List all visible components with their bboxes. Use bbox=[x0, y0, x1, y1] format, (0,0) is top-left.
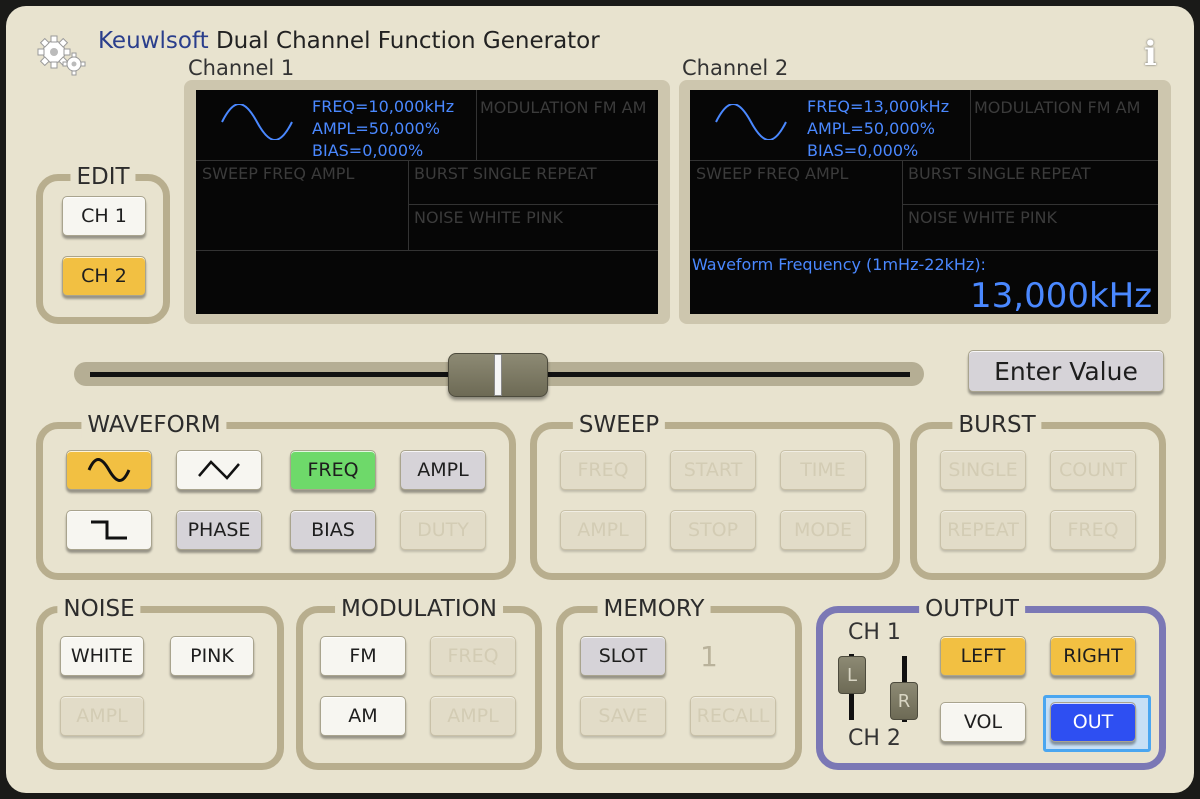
divider bbox=[690, 250, 1158, 251]
sine-wave-icon bbox=[715, 104, 787, 140]
sweep-stop-button[interactable]: STOP bbox=[670, 510, 756, 550]
output-right-button[interactable]: RIGHT bbox=[1050, 636, 1136, 676]
ch1-sweep-status: SWEEP FREQ AMPL bbox=[202, 164, 355, 183]
modulation-fm-button[interactable]: FM bbox=[320, 636, 406, 676]
divider bbox=[970, 90, 971, 160]
app-title: Keuwlsoft Dual Channel Function Generato… bbox=[98, 28, 600, 54]
output-vol-button[interactable]: VOL bbox=[940, 702, 1026, 742]
sweep-time-button[interactable]: TIME bbox=[780, 450, 866, 490]
ch2-burst-status: BURST SINGLE REPEAT bbox=[908, 164, 1091, 183]
output-group: OUTPUT bbox=[816, 596, 1166, 770]
channel-1-label: Channel 1 bbox=[188, 56, 295, 80]
sweep-freq-button[interactable]: FREQ bbox=[560, 450, 646, 490]
sweep-ampl-button[interactable]: AMPL bbox=[560, 510, 646, 550]
app-name: Dual Channel Function Generator bbox=[215, 28, 600, 54]
ch1-modulation-status: MODULATION FM AM bbox=[480, 98, 647, 117]
edit-ch2-button[interactable]: CH 2 bbox=[62, 256, 146, 296]
edit-ch1-button[interactable]: CH 1 bbox=[62, 196, 146, 236]
sweep-start-button[interactable]: START bbox=[670, 450, 756, 490]
memory-recall-button[interactable]: RECALL bbox=[690, 696, 776, 736]
output-left-button[interactable]: LEFT bbox=[940, 636, 1026, 676]
noise-ampl-button[interactable]: AMPL bbox=[60, 696, 144, 736]
modulation-group: MODULATION bbox=[296, 596, 542, 770]
memory-slot-number: 1 bbox=[700, 640, 718, 673]
sweep-group: SWEEP bbox=[530, 412, 900, 580]
burst-group: BURST bbox=[910, 412, 1166, 580]
memory-group: MEMORY bbox=[556, 596, 802, 770]
triangle-wave-icon bbox=[198, 460, 240, 480]
waveform-duty-button[interactable]: DUTY bbox=[400, 510, 486, 550]
memory-save-button[interactable]: SAVE bbox=[580, 696, 666, 736]
memory-slot-button[interactable]: SLOT bbox=[580, 636, 666, 676]
output-ch2-label: CH 2 bbox=[848, 726, 901, 751]
burst-repeat-button[interactable]: REPEAT bbox=[940, 510, 1026, 550]
sweep-mode-button[interactable]: MODE bbox=[780, 510, 866, 550]
ch2-ampl-readout: AMPL=50,000% bbox=[807, 119, 935, 138]
ch2-noise-status: NOISE WHITE PINK bbox=[908, 208, 1057, 227]
ch2-bias-readout: BIAS=0,000% bbox=[807, 141, 919, 160]
channel-2-label: Channel 2 bbox=[682, 56, 789, 80]
modulation-title: MODULATION bbox=[335, 596, 503, 622]
noise-group: NOISE bbox=[36, 596, 284, 770]
divider bbox=[408, 204, 658, 205]
divider bbox=[902, 204, 1158, 205]
divider bbox=[408, 160, 409, 250]
divider bbox=[690, 160, 1158, 161]
waveform-bias-button[interactable]: BIAS bbox=[290, 510, 376, 550]
output-title: OUTPUT bbox=[919, 596, 1025, 622]
edit-group: EDIT bbox=[36, 164, 170, 324]
burst-title: BURST bbox=[952, 412, 1042, 438]
brand-name: Keuwlsoft bbox=[98, 28, 209, 54]
ch2-sweep-status: SWEEP FREQ AMPL bbox=[696, 164, 849, 183]
channel-1-display[interactable]: FREQ=10,000kHz AMPL=50,000% BIAS=0,000% … bbox=[196, 90, 658, 314]
burst-single-button[interactable]: SINGLE bbox=[940, 450, 1026, 490]
divider bbox=[476, 90, 477, 160]
triangle-wave-button[interactable] bbox=[176, 450, 262, 490]
ch2-input-prompt: Waveform Frequency (1mHz-22kHz): bbox=[692, 255, 986, 274]
noise-title: NOISE bbox=[57, 596, 141, 622]
ch2-freq-readout: FREQ=13,000kHz bbox=[807, 97, 950, 116]
right-channel-fader[interactable]: R bbox=[890, 682, 918, 720]
ch1-ampl-readout: AMPL=50,000% bbox=[312, 119, 440, 138]
sweep-title: SWEEP bbox=[572, 412, 666, 438]
waveform-title: WAVEFORM bbox=[81, 412, 227, 438]
waveform-group: WAVEFORM bbox=[36, 412, 516, 580]
waveform-phase-button[interactable]: PHASE bbox=[176, 510, 262, 550]
noise-pink-button[interactable]: PINK bbox=[170, 636, 254, 676]
settings-gear-icon[interactable] bbox=[36, 34, 92, 78]
divider bbox=[902, 160, 903, 250]
square-wave-icon bbox=[91, 520, 127, 540]
info-icon[interactable]: i bbox=[1144, 34, 1157, 74]
memory-title: MEMORY bbox=[597, 596, 711, 622]
divider bbox=[196, 250, 658, 251]
noise-white-button[interactable]: WHITE bbox=[60, 636, 144, 676]
modulation-freq-button[interactable]: FREQ bbox=[430, 636, 516, 676]
sine-wave-icon bbox=[221, 104, 293, 140]
app-window: Keuwlsoft Dual Channel Function Generato… bbox=[6, 6, 1194, 793]
square-wave-button[interactable] bbox=[66, 510, 152, 550]
sine-wave-icon bbox=[87, 458, 131, 482]
ch2-value-readout: 13,000kHz bbox=[970, 276, 1153, 316]
waveform-freq-button[interactable]: FREQ bbox=[290, 450, 376, 490]
left-channel-fader[interactable]: L bbox=[838, 656, 866, 694]
ch1-freq-readout: FREQ=10,000kHz bbox=[312, 97, 455, 116]
burst-count-button[interactable]: COUNT bbox=[1050, 450, 1136, 490]
ch2-modulation-status: MODULATION FM AM bbox=[974, 98, 1141, 117]
sine-wave-button[interactable] bbox=[66, 450, 152, 490]
burst-freq-button[interactable]: FREQ bbox=[1050, 510, 1136, 550]
value-slider-thumb-mark bbox=[494, 354, 502, 396]
divider bbox=[196, 160, 658, 161]
channel-2-display[interactable]: FREQ=13,000kHz AMPL=50,000% BIAS=0,000% … bbox=[690, 90, 1158, 316]
edit-title: EDIT bbox=[70, 164, 136, 190]
modulation-am-button[interactable]: AM bbox=[320, 696, 406, 736]
ch1-noise-status: NOISE WHITE PINK bbox=[414, 208, 563, 227]
waveform-ampl-button[interactable]: AMPL bbox=[400, 450, 486, 490]
output-ch1-label: CH 1 bbox=[848, 620, 901, 645]
modulation-ampl-button[interactable]: AMPL bbox=[430, 696, 516, 736]
output-out-button[interactable]: OUT bbox=[1050, 702, 1136, 742]
enter-value-button[interactable]: Enter Value bbox=[968, 350, 1164, 392]
ch1-burst-status: BURST SINGLE REPEAT bbox=[414, 164, 597, 183]
ch1-bias-readout: BIAS=0,000% bbox=[312, 141, 424, 160]
